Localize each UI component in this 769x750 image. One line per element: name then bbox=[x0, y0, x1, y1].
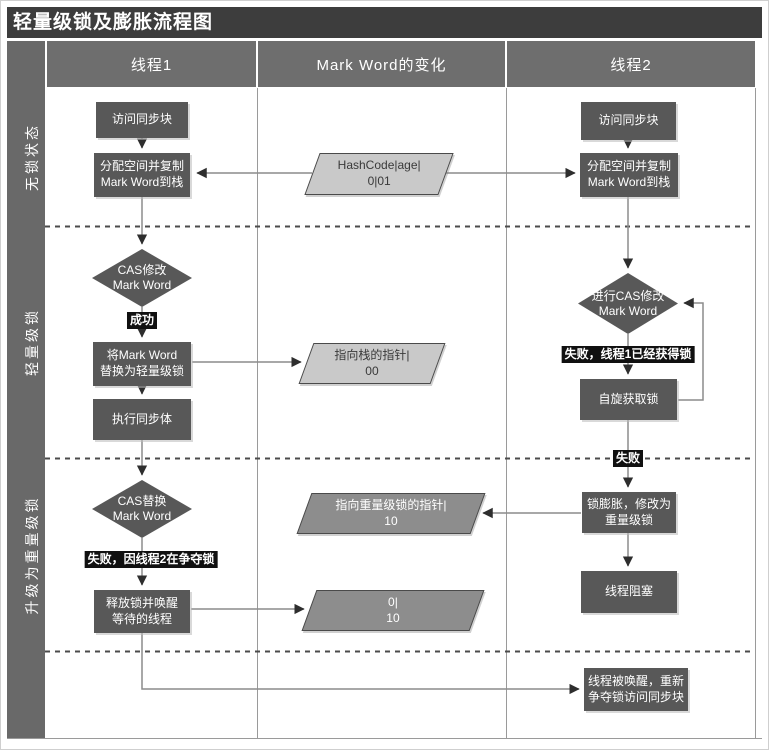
column-header-markword: Mark Word的变化 bbox=[258, 41, 505, 87]
t1-alloc-copy-markword: 分配空间并复制 Mark Word到栈 bbox=[94, 153, 190, 197]
t2-access-sync-block: 访问同步块 bbox=[581, 102, 676, 140]
t1-access-sync-block: 访问同步块 bbox=[96, 102, 188, 138]
markword-stack-pointer-state: 指向栈的指针| 00 bbox=[298, 343, 446, 384]
t2-lock-inflate: 锁膨胀，修改为 重量级锁 bbox=[582, 492, 676, 533]
t1-fail-label: 失败，因线程2在争夺锁 bbox=[84, 551, 218, 568]
t1-success-label: 成功 bbox=[126, 312, 158, 329]
markword-inflated-text: 0| 10 bbox=[386, 594, 400, 625]
t2-thread-blocked: 线程阻塞 bbox=[581, 571, 677, 613]
markword-unlocked-state: HashCode|age| 0|01 bbox=[304, 153, 454, 195]
t2-thread-woken-retry: 线程被唤醒，重新 争夺锁访问同步块 bbox=[584, 668, 688, 711]
markword-unlocked-text: HashCode|age| 0|01 bbox=[337, 158, 421, 188]
lane-sidebar: 无锁状态 轻量级锁 升级为重量级锁 bbox=[7, 41, 45, 738]
markword-inflated-state: 0| 10 bbox=[301, 590, 485, 631]
column-header-thread1: 线程1 bbox=[47, 41, 256, 87]
t1-execute-sync-body: 执行同步体 bbox=[93, 399, 191, 440]
page-title: 轻量级锁及膨胀流程图 bbox=[7, 7, 762, 38]
markword-stack-pointer-text: 指向栈的指针| 00 bbox=[334, 347, 410, 378]
markword-heavy-pointer-state: 指向重量级锁的指针| 10 bbox=[296, 493, 486, 534]
t1-release-wake-threads: 释放锁并唤醒 等待的线程 bbox=[94, 590, 190, 633]
t2-fail-acquired-label: 失败，线程1已经获得锁 bbox=[561, 346, 695, 363]
t2-alloc-copy-markword: 分配空间并复制 Mark Word到栈 bbox=[580, 153, 678, 197]
t2-fail-label: 失败 bbox=[612, 450, 644, 467]
markword-heavy-pointer-text: 指向重量级锁的指针| 10 bbox=[335, 497, 447, 528]
t1-replace-lightweight: 将Mark Word 替换为轻量级锁 bbox=[93, 342, 191, 386]
t2-spin-acquire-lock: 自旋获取锁 bbox=[580, 379, 677, 420]
column-header-thread2: 线程2 bbox=[507, 41, 755, 87]
